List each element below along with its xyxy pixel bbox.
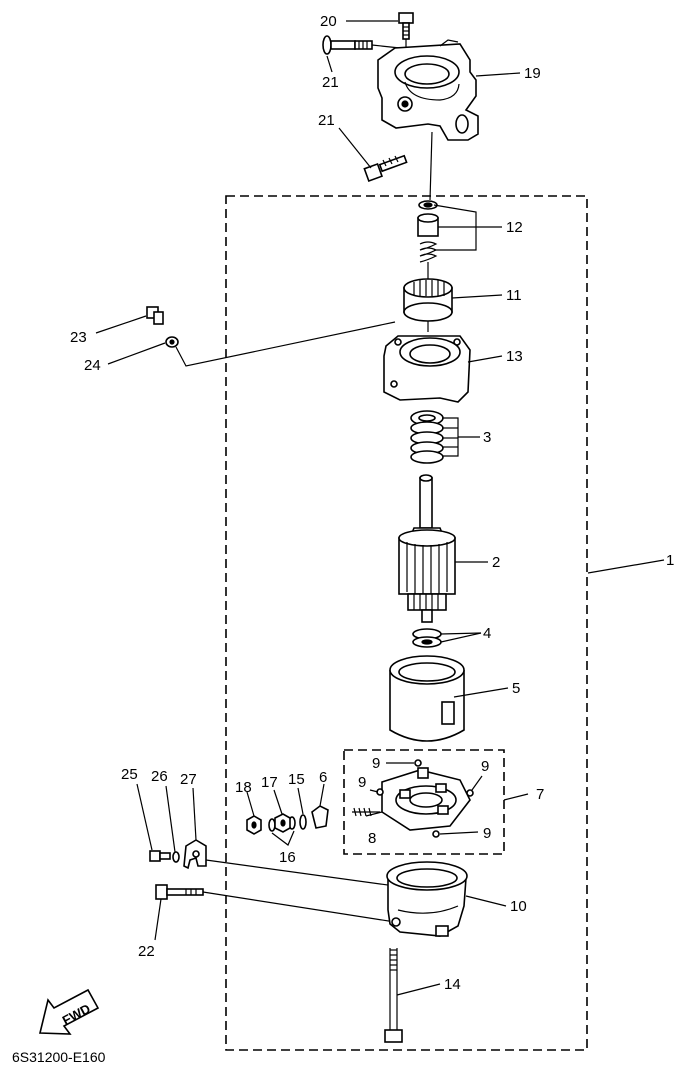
- label-18: 18: [235, 779, 252, 796]
- leader-15: [297, 787, 304, 815]
- label-22: 22: [138, 943, 155, 960]
- leader-1: [587, 559, 665, 574]
- leader-21a: [326, 55, 333, 73]
- label-9-right: 9: [481, 758, 489, 775]
- label-21-lower: 21: [318, 112, 335, 129]
- leader-27: [192, 787, 197, 841]
- part-24-washer: [165, 336, 179, 348]
- part-9-screw-right: [466, 789, 474, 797]
- part-5-yoke: [389, 655, 465, 742]
- leader-6: [319, 783, 325, 807]
- part-6-terminal-insulator: [311, 805, 329, 829]
- part-26-washer: [172, 851, 180, 863]
- label-23: 23: [70, 329, 87, 346]
- label-17: 17: [261, 774, 278, 791]
- label-1: 1: [666, 552, 674, 569]
- part-3-spring-washers: [410, 410, 444, 464]
- label-21-upper: 21: [322, 74, 339, 91]
- part-15-washer: [299, 814, 307, 830]
- label-4: 4: [483, 625, 491, 642]
- label-25: 25: [121, 766, 138, 783]
- part-19-bracket: [377, 39, 479, 141]
- part-9-screw-top: [414, 759, 422, 767]
- part-9-screw-bottom: [432, 830, 440, 838]
- part-25-bolt: [149, 850, 171, 862]
- leader-12: [433, 204, 477, 251]
- label-9-top: 9: [372, 755, 380, 772]
- leader-19: [475, 72, 521, 77]
- label-9-bottom: 9: [483, 825, 491, 842]
- label-24: 24: [84, 357, 101, 374]
- label-10: 10: [510, 898, 527, 915]
- fwd-arrow-icon: FWD: [38, 988, 100, 1035]
- part-27-clamp: [183, 839, 207, 870]
- label-19: 19: [524, 65, 541, 82]
- label-6: 6: [319, 769, 327, 786]
- leader-16: [271, 830, 295, 846]
- washer-locator-line: [175, 321, 396, 367]
- leader-25: [136, 783, 153, 851]
- label-13: 13: [506, 348, 523, 365]
- part-7-brush-holder: [381, 767, 471, 831]
- part-21-lower-bolt: [363, 154, 408, 182]
- part-23-screw: [146, 306, 164, 325]
- leader-8: [365, 811, 383, 817]
- leader-21b: [338, 127, 372, 169]
- leader-14: [396, 983, 441, 996]
- brush-holder-boundary-box: [343, 749, 505, 855]
- part-4-washers: [412, 628, 442, 648]
- leader-23: [95, 315, 147, 334]
- part-21-upper-bolt: [322, 35, 401, 55]
- label-15: 15: [288, 771, 305, 788]
- assembly-boundary-box: [225, 195, 588, 1051]
- label-16: 16: [279, 849, 296, 866]
- leader-24: [107, 342, 166, 365]
- part-22-bolt: [155, 884, 396, 923]
- leader-4a: [440, 632, 482, 635]
- clamp-locator-line: [205, 859, 396, 887]
- leader-9b: [369, 789, 379, 793]
- part-17-nut: [274, 813, 291, 833]
- label-14: 14: [444, 976, 461, 993]
- part-10-rear-cover: [386, 861, 468, 937]
- leader-22: [154, 898, 162, 941]
- label-27: 27: [180, 771, 197, 788]
- part-2-armature: [398, 474, 456, 623]
- label-11: 11: [506, 287, 522, 304]
- label-8: 8: [368, 830, 376, 847]
- label-20: 20: [320, 13, 337, 30]
- diagram-code: 6S31200-E160: [12, 1049, 106, 1065]
- part-11-pinion-gear: [403, 278, 453, 332]
- label-3: 3: [483, 429, 491, 446]
- leader-9d: [439, 831, 479, 835]
- label-5: 5: [512, 680, 520, 697]
- leader-10: [465, 895, 507, 907]
- part-18-nut: [246, 815, 262, 835]
- label-26: 26: [151, 768, 168, 785]
- label-7: 7: [536, 786, 544, 803]
- leader-13: [467, 355, 503, 363]
- part-14-through-bolt: [384, 948, 403, 1043]
- part-12-stopper-set: [417, 200, 439, 263]
- leader-26: [165, 785, 176, 853]
- part-8-brush-lead: [352, 807, 380, 817]
- axis-line-upper: [429, 131, 433, 201]
- leader-4b: [440, 632, 482, 643]
- leader-11: [451, 294, 503, 299]
- part-13-front-cover: [383, 335, 471, 403]
- leader-9c: [471, 775, 483, 791]
- leader-17: [273, 789, 283, 815]
- label-9-left: 9: [358, 774, 366, 791]
- part-3-leader-bracket: [442, 417, 459, 457]
- leader-18: [246, 791, 255, 817]
- label-12: 12: [506, 219, 523, 236]
- label-2: 2: [492, 554, 500, 571]
- leader-7: [503, 793, 529, 801]
- leader-5: [453, 687, 509, 698]
